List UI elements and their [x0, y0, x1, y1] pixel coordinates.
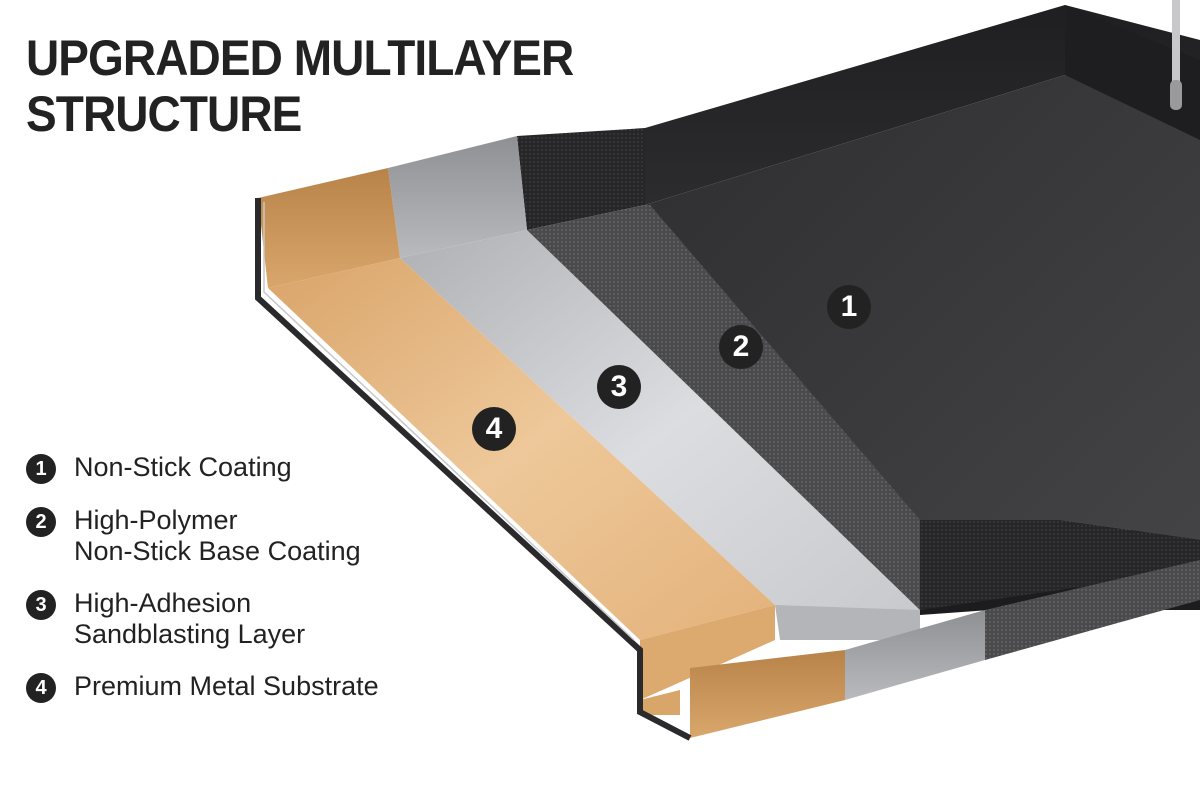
legend-label: High-Adhesion Sandblasting Layer	[74, 588, 306, 649]
layer-marker-3: 3	[597, 365, 641, 409]
number-badge-icon: 1	[26, 454, 56, 484]
number-badge-icon: 2	[26, 507, 56, 537]
layer-marker-4: 4	[472, 407, 516, 451]
layer-3-sandblasting	[388, 136, 985, 700]
layer-marker-1: 1	[827, 285, 871, 329]
page-title: UPGRADED MULTILAYER STRUCTURE	[26, 30, 574, 142]
number-badge-icon: 4	[26, 673, 56, 703]
layer-legend: 1 Non-Stick Coating 2 High-Polymer Non-S…	[26, 452, 446, 724]
layer-4-metal-substrate	[255, 168, 845, 741]
legend-label: Non-Stick Coating	[74, 452, 292, 482]
legend-item-3: 3 High-Adhesion Sandblasting Layer	[26, 588, 446, 650]
title-line-1: UPGRADED MULTILAYER	[26, 30, 574, 86]
legend-item-4: 4 Premium Metal Substrate	[26, 671, 446, 703]
layer-2-base-coating	[517, 128, 1200, 660]
legend-label: High-Polymer Non-Stick Base Coating	[74, 505, 361, 566]
legend-item-2: 2 High-Polymer Non-Stick Base Coating	[26, 505, 446, 567]
title-line-2: STRUCTURE	[26, 86, 302, 142]
layer-marker-2: 2	[719, 325, 763, 369]
legend-label: Premium Metal Substrate	[74, 671, 379, 701]
number-badge-icon: 3	[26, 590, 56, 620]
legend-item-1: 1 Non-Stick Coating	[26, 452, 446, 484]
